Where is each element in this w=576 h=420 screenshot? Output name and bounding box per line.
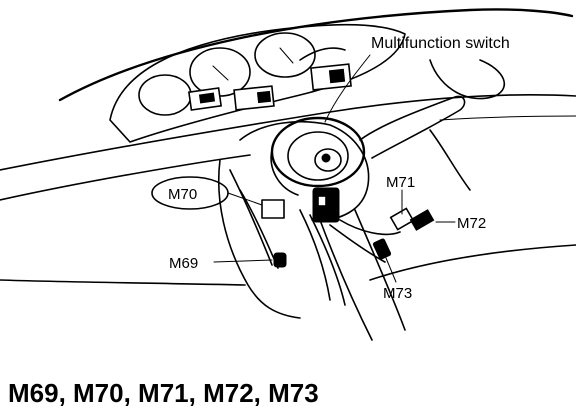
connector-m72: [409, 209, 435, 231]
steering-column-diagram: Multifunction switch M70 M69 M71 M72 M73: [0, 8, 576, 341]
connector-m73: [372, 238, 392, 260]
multifunction-switch-body: [270, 116, 366, 196]
label-m70: M70: [168, 186, 197, 203]
label-m73: M73: [383, 285, 412, 302]
label-multifunction-switch: Multifunction switch: [371, 35, 510, 52]
label-m71: M71: [386, 174, 415, 191]
cluster-connectors: [187, 47, 352, 111]
connector-m69: [273, 252, 287, 268]
leader-lines: [151, 54, 506, 283]
diagram-caption: M69, M70, M71, M72, M73: [8, 378, 319, 408]
instrument-gauges: [138, 32, 316, 116]
connector-m70: [261, 187, 340, 223]
switch-stalk: [359, 95, 471, 191]
connector-m71: [389, 207, 415, 231]
wiring-harness: [229, 169, 401, 306]
label-m69: M69: [169, 255, 198, 272]
label-m72: M72: [457, 215, 486, 232]
steering-column-shroud: [217, 120, 406, 341]
